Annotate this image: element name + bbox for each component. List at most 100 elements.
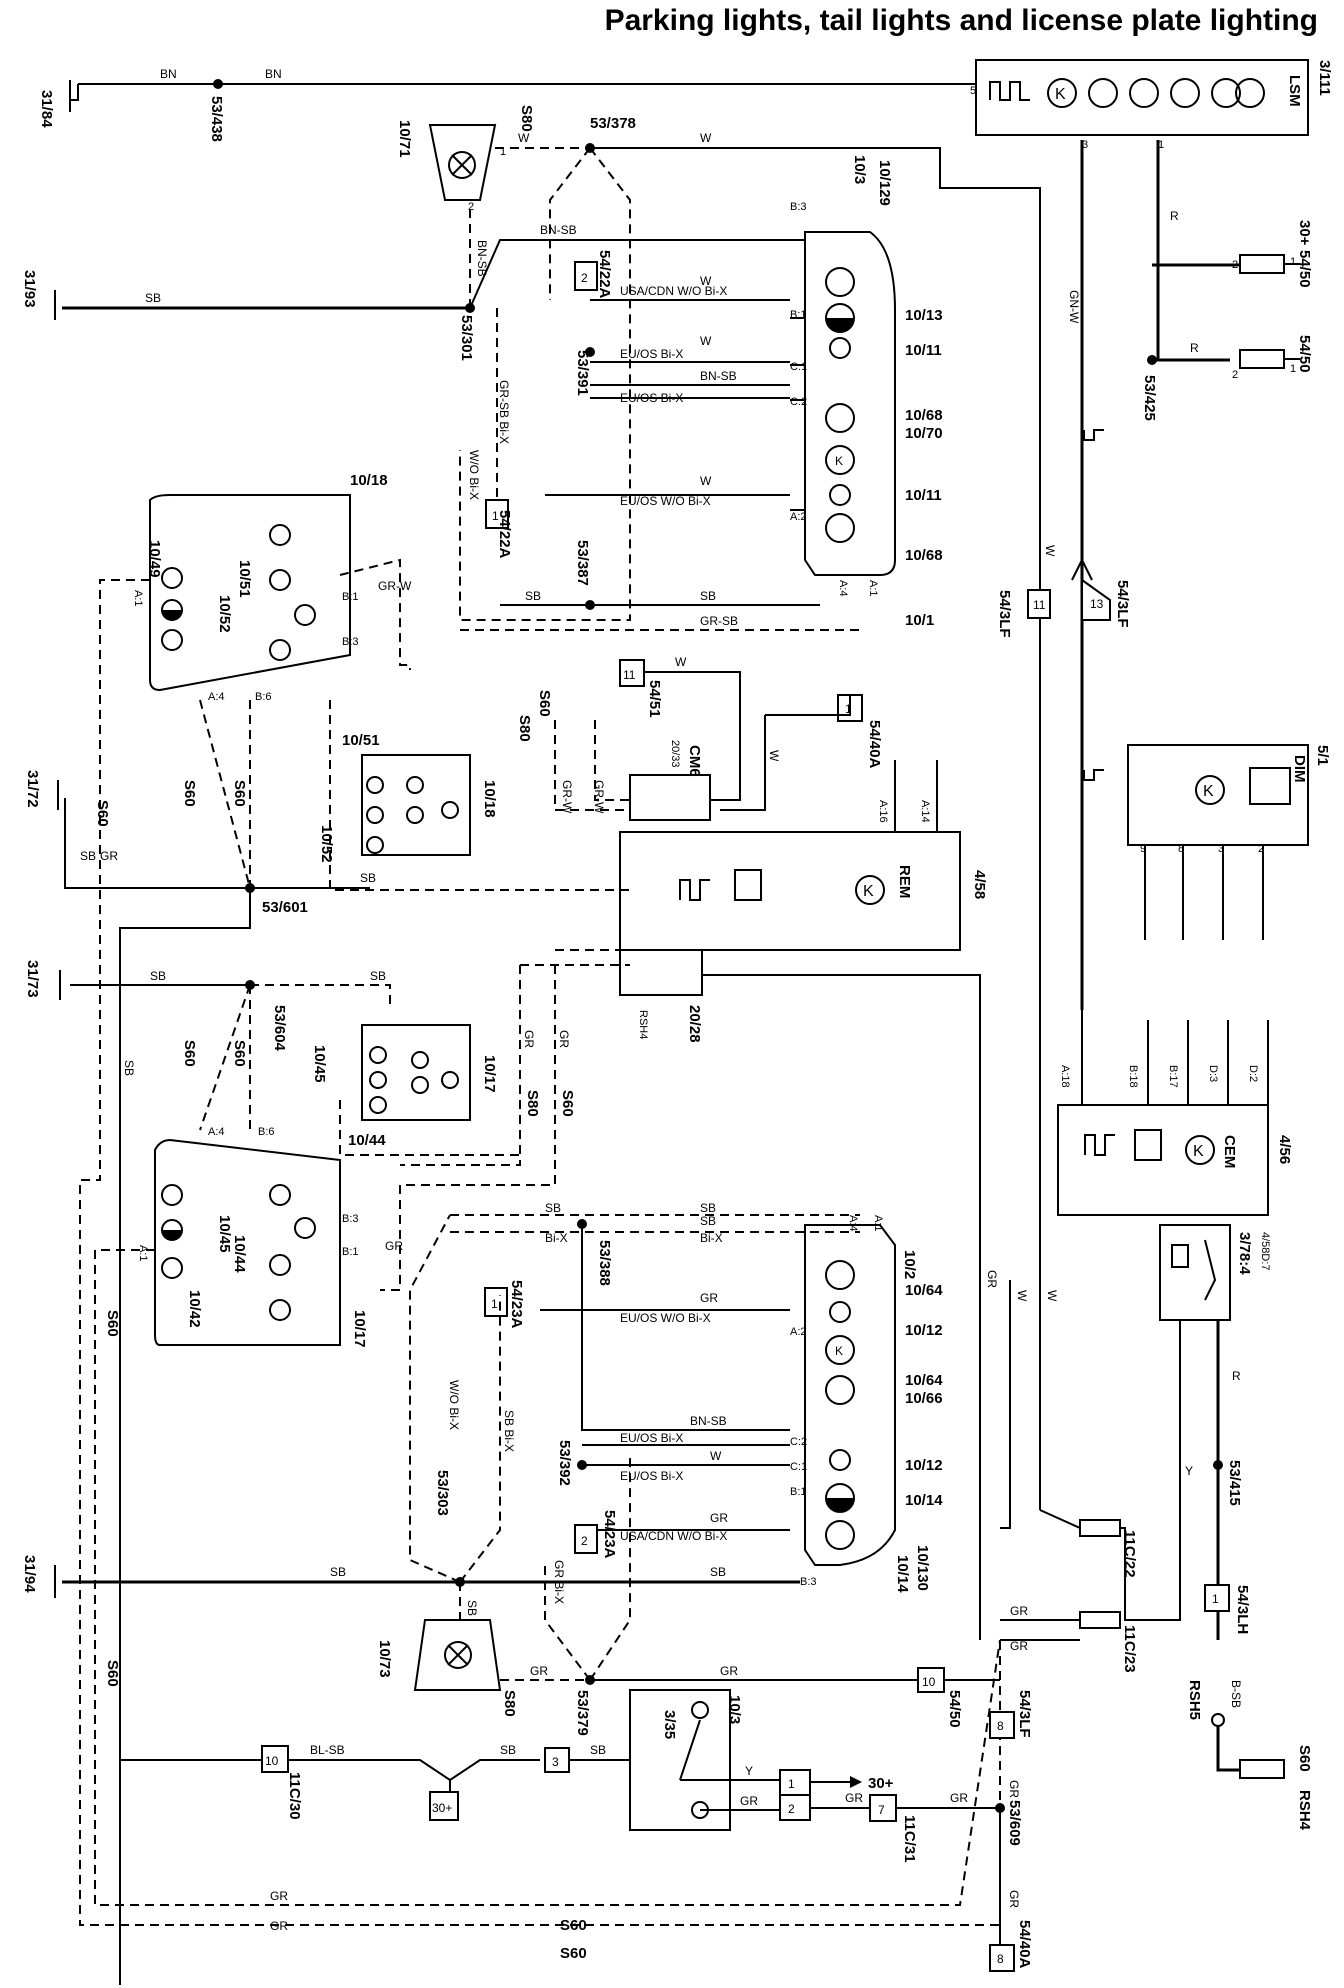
splice-53-379: 53/379 xyxy=(574,1690,591,1736)
svg-text:B:1: B:1 xyxy=(790,309,807,321)
svg-text:BN-SB: BN-SB xyxy=(700,369,737,383)
svg-text:S60: S60 xyxy=(104,1310,121,1337)
lsm-id: 3/111 xyxy=(1316,60,1333,96)
svg-text:A:4: A:4 xyxy=(847,1215,859,1232)
svg-text:GR: GR xyxy=(557,1030,571,1048)
svg-text:10: 10 xyxy=(265,1754,279,1768)
splice-53-425: 53/425 xyxy=(1141,375,1158,421)
svg-text:K: K xyxy=(1055,86,1066,103)
svg-text:SB: SB xyxy=(545,1201,561,1215)
tail-light-housing-top: K B:3 B:1 C:1 C:2 A:2 A:4 A:1 10/3 10/12… xyxy=(790,155,943,629)
dim-label: DIM xyxy=(1291,755,1308,783)
svg-text:GR: GR xyxy=(1010,1639,1028,1653)
svg-text:1: 1 xyxy=(492,509,499,523)
svg-text:A:4: A:4 xyxy=(837,580,849,597)
splice-53-601: 53/601 xyxy=(262,899,308,916)
svg-text:2: 2 xyxy=(1258,843,1264,855)
connector-10-14: 10/14 xyxy=(894,1555,911,1593)
connector-11c-23: 54/50 xyxy=(1296,335,1313,373)
svg-text:1: 1 xyxy=(1290,256,1296,268)
svg-text:BL-SB: BL-SB xyxy=(310,1743,345,1757)
svg-text:5: 5 xyxy=(970,85,976,97)
splice-53-415: 53/415 xyxy=(1226,1460,1243,1506)
svg-text:1: 1 xyxy=(1212,1592,1219,1606)
svg-text:SB: SB xyxy=(360,871,376,885)
svg-text:W: W xyxy=(1045,1290,1059,1302)
splice-53-438: 53/438 xyxy=(208,96,225,142)
lamp-10-68-b: 10/68 xyxy=(905,547,943,564)
splice-53-303: 53/303 xyxy=(434,1470,451,1516)
svg-text:W: W xyxy=(1015,1290,1029,1302)
connector-3-78-4: 30+ xyxy=(432,1801,452,1815)
lamp-10-73-id: 10/73 xyxy=(376,1640,393,1678)
lamp-10-44-left: 10/44 xyxy=(231,1235,248,1273)
wire-label-usa-cdn-top: USA/CDN W/O Bi-X xyxy=(620,284,727,298)
fuse-54-3lf-c: 54/50 xyxy=(946,1690,963,1728)
lamp-10-11-a: 10/11 xyxy=(905,342,942,359)
lamp-10-17-mid: 10/17 xyxy=(481,1055,498,1093)
svg-text:GR: GR xyxy=(710,1511,728,1525)
bn-wire-top: BN BN 53/438 31/84 xyxy=(38,67,976,142)
svg-text:K: K xyxy=(1203,783,1214,800)
svg-text:GR-SB: GR-SB xyxy=(700,614,738,628)
connector-4-58d-7: 30+ xyxy=(868,1775,894,1792)
fuse-54-51-top: 54/51 xyxy=(646,680,663,718)
splice-53-604: 53/604 xyxy=(271,1005,288,1052)
switch-10-3: 10/3 xyxy=(726,1695,743,1724)
svg-text:A:1: A:1 xyxy=(867,580,879,597)
lamp-10-71-id: 10/71 xyxy=(396,120,413,158)
bottom-switch-block: 10 11C/30 BL-SB SB 30+ 3 SB 10/3 3/35 1 … xyxy=(120,1689,1033,1972)
lamp-10-52-upper: 10/52 xyxy=(216,595,233,633)
cem-module: K CEM 4/56 A:18 B:18 B:17 D:3 D:2 xyxy=(1057,1010,1293,1216)
svg-text:GR: GR xyxy=(385,1239,403,1253)
svg-text:GR: GR xyxy=(740,1794,758,1808)
lamp-10-51-upper: 10/51 xyxy=(236,560,253,598)
svg-text:K: K xyxy=(1193,1143,1204,1160)
svg-text:S80: S80 xyxy=(501,1690,518,1717)
svg-text:SB: SB xyxy=(700,1214,716,1228)
svg-text:B:3: B:3 xyxy=(342,636,359,648)
lamp-10-51-mid: 10/51 xyxy=(342,732,380,749)
svg-text:A:1: A:1 xyxy=(137,1245,149,1262)
svg-text:GR Bi-X: GR Bi-X xyxy=(552,1560,566,1604)
svg-text:2: 2 xyxy=(788,1802,795,1816)
svg-text:B:17: B:17 xyxy=(1167,1065,1179,1088)
ground-31-84: 31/84 xyxy=(38,90,55,128)
svg-text:W: W xyxy=(710,1449,722,1463)
fuse-54-40a-top: 54/40A xyxy=(866,720,883,769)
switch-3-35: 3/35 xyxy=(661,1710,678,1739)
svg-text:S60: S60 xyxy=(560,1945,587,1962)
svg-text:2: 2 xyxy=(581,1534,588,1548)
svg-text:1: 1 xyxy=(845,702,852,716)
wire-label-usa-cdn-bottom: USA/CDN W/O Bi-X xyxy=(620,1529,727,1543)
svg-text:SB Bi-X: SB Bi-X xyxy=(502,1410,516,1452)
fuse-54-3lh: 54/3LH xyxy=(1234,1585,1251,1634)
svg-text:GN-W: GN-W xyxy=(1067,290,1081,324)
svg-text:K: K xyxy=(835,1344,843,1358)
svg-text:8: 8 xyxy=(997,1952,1004,1966)
connector-10-2: 10/2 xyxy=(901,1250,918,1279)
relay-rsh5: RSH4 xyxy=(637,1010,649,1039)
supply-30plus-top: 30+ xyxy=(1296,220,1313,246)
connector-11a-2: RSH4 xyxy=(1296,1790,1313,1831)
svg-text:B:1: B:1 xyxy=(790,1486,807,1498)
svg-text:D:2: D:2 xyxy=(1247,1065,1259,1082)
fuse-54-22a-bottom: 54/22A xyxy=(496,510,513,559)
svg-text:3: 3 xyxy=(1082,139,1088,151)
svg-text:A:16: A:16 xyxy=(877,800,889,823)
svg-text:A:2: A:2 xyxy=(790,1326,807,1338)
ground-31-73: 31/73 SB 53/604 SB S60 S60 xyxy=(24,960,391,1131)
fuse-block-right: 11 54/3LF 13 54/3LF W xyxy=(996,429,1131,781)
svg-text:SB: SB xyxy=(370,969,386,983)
svg-text:10: 10 xyxy=(922,1675,936,1689)
svg-text:1: 1 xyxy=(1158,139,1164,151)
relay-rsh4: 20/33 xyxy=(669,740,681,768)
lamp-10-66: 10/66 xyxy=(905,1390,943,1407)
svg-text:SB: SB xyxy=(145,291,161,305)
svg-text:A:4: A:4 xyxy=(208,1126,225,1138)
lamp-10-70: 10/70 xyxy=(905,425,943,442)
connector-10-129: 10/129 xyxy=(876,160,893,206)
svg-text:SB: SB xyxy=(122,1060,136,1076)
lamp-10-14: 10/14 xyxy=(905,1492,943,1509)
